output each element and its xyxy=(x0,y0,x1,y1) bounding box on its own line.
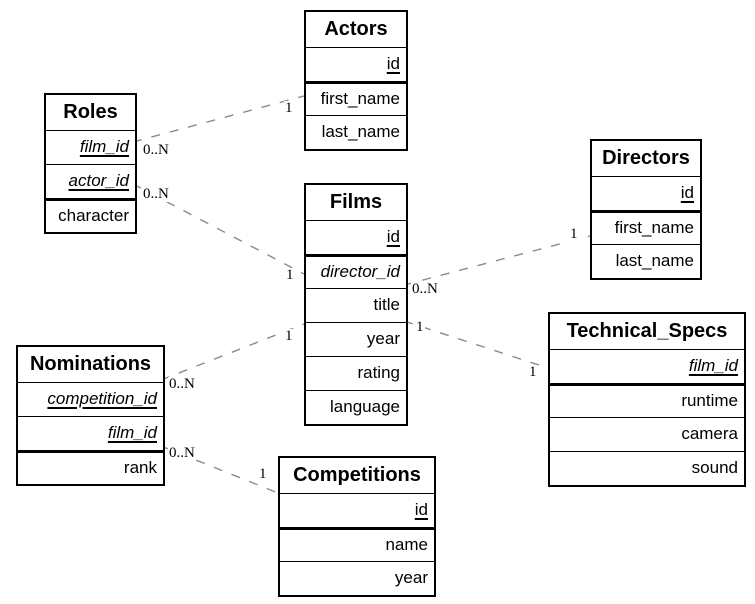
cardinality-label: 1 xyxy=(569,226,579,242)
entity-attribute: last_name xyxy=(592,244,700,278)
entity-attribute: id xyxy=(306,220,406,254)
entity-title: Directors xyxy=(602,147,690,169)
cardinality-label: 0..N xyxy=(168,376,196,392)
cardinality-label: 1 xyxy=(284,328,294,344)
cardinality-label: 1 xyxy=(258,466,268,482)
cardinality-label: 0..N xyxy=(168,445,196,461)
relationship-line xyxy=(132,95,305,143)
entity-title: Roles xyxy=(63,101,118,123)
relationship-line xyxy=(403,320,549,369)
entity-title: Films xyxy=(329,191,383,213)
relationship-line xyxy=(160,323,305,381)
entity-attribute: year xyxy=(306,322,406,356)
entity-attribute: film_id xyxy=(46,130,135,164)
entity-attribute: character xyxy=(46,198,135,232)
entity-attribute: year xyxy=(280,561,434,595)
relationship-line xyxy=(403,235,591,286)
entity-attribute: id xyxy=(306,47,406,81)
entity-attribute: runtime xyxy=(550,383,744,417)
entity-attribute: competition_id xyxy=(18,382,163,416)
entity-attribute: id xyxy=(592,176,700,210)
entity-attribute: language xyxy=(306,390,406,424)
entity-attribute: director_id xyxy=(306,254,406,288)
entity-attribute: name xyxy=(280,527,434,561)
entity-title: Nominations xyxy=(29,353,152,375)
cardinality-label: 1 xyxy=(285,267,295,283)
entity-attribute: actor_id xyxy=(46,164,135,198)
entity-attribute: id xyxy=(280,493,434,527)
entity-attribute: sound xyxy=(550,451,744,485)
entity-title: Competitions xyxy=(293,464,421,486)
entity-attribute: rating xyxy=(306,356,406,390)
entity-attribute: title xyxy=(306,288,406,322)
cardinality-label: 1 xyxy=(415,319,425,335)
entity-attribute: camera xyxy=(550,417,744,451)
entity-attribute: rank xyxy=(18,450,163,484)
relationship-line xyxy=(132,183,305,275)
cardinality-label: 1 xyxy=(528,364,538,380)
entity-attribute: first_name xyxy=(592,210,700,244)
entity-attribute: film_id xyxy=(550,349,744,383)
cardinality-label: 1 xyxy=(284,100,294,116)
entity-title: Technical_Specs xyxy=(566,320,728,342)
entity-attribute: film_id xyxy=(18,416,163,450)
entity-attribute: last_name xyxy=(306,115,406,149)
entity-attribute: first_name xyxy=(306,81,406,115)
cardinality-label: 0..N xyxy=(142,142,170,158)
cardinality-label: 0..N xyxy=(142,186,170,202)
cardinality-label: 0..N xyxy=(411,281,439,297)
entity-title: Actors xyxy=(324,18,388,40)
